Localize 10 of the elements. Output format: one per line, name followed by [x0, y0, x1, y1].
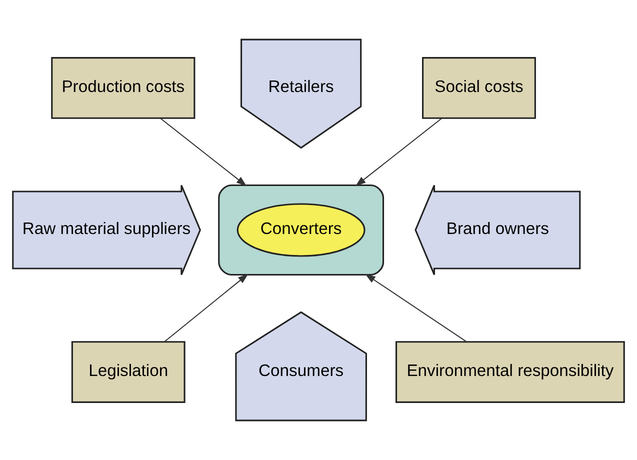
node-box: Legislation	[71, 341, 186, 403]
node-box: Environmental responsibility	[396, 341, 625, 403]
node-box: Social costs	[422, 57, 536, 119]
arrow	[355, 118, 442, 186]
cluster	[218, 184, 384, 276]
arrow	[365, 274, 467, 342]
node-box: Production costs	[51, 57, 196, 119]
node-ellipse: Converters	[236, 203, 366, 257]
arrow	[160, 118, 247, 186]
arrow	[164, 274, 248, 342]
